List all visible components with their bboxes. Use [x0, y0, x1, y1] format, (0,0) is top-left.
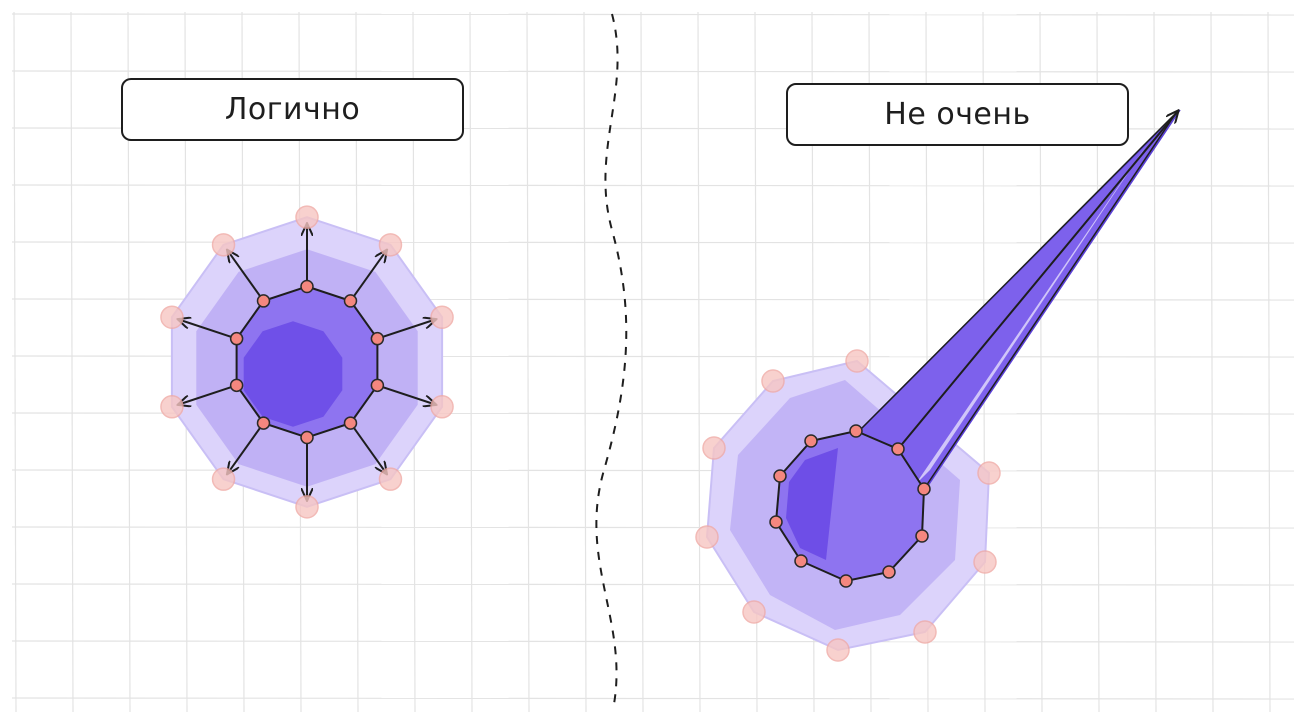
source-vertex [300, 430, 314, 445]
label-left: Логично [121, 78, 464, 141]
source-vertex [370, 331, 385, 346]
offset-vertex [826, 638, 850, 662]
grid-line [11, 184, 1295, 187]
grid-line [11, 583, 1295, 586]
source-vertex [804, 434, 818, 448]
offset-vertex [211, 467, 236, 491]
normal-arrow [897, 111, 1178, 450]
source-vertex [256, 294, 271, 308]
offset-vertex [702, 436, 726, 460]
spike-edge [923, 112, 1177, 490]
grid-line [526, 11, 530, 713]
grid-line [70, 11, 74, 713]
grid-line [11, 70, 1295, 73]
offset-vertex [160, 305, 184, 329]
source-vertex [917, 482, 931, 496]
grid-line [640, 11, 644, 713]
source-vertex [849, 424, 863, 438]
offset-vertex [295, 495, 319, 519]
source-vertex [769, 515, 783, 529]
grid-line [583, 11, 587, 713]
source-vertex [300, 279, 314, 294]
offset-vertex [845, 349, 869, 373]
source-vertex [343, 416, 358, 430]
normal-arrow [349, 422, 386, 474]
source-vertex [882, 565, 896, 579]
offset-vertex [695, 525, 719, 549]
offset-vertex [430, 395, 454, 419]
normal-arrow [377, 319, 435, 340]
source-vertex [343, 294, 358, 308]
offset-vertex [295, 205, 319, 229]
grid-line [11, 697, 1295, 700]
right-example [695, 110, 1181, 662]
grid-line [11, 13, 1295, 16]
left-example [160, 205, 454, 519]
offset-vertex [430, 305, 454, 329]
label-right-text: Не очень [884, 97, 1031, 132]
source-vertex [229, 378, 244, 393]
source-vertex [773, 469, 787, 483]
normal-arrow [377, 384, 435, 404]
grid-line [469, 11, 473, 713]
label-right: Не очень [786, 83, 1129, 146]
offset-vertex [761, 369, 785, 393]
offset-vertex [160, 395, 184, 419]
grid-line [697, 11, 701, 713]
grid-line [11, 241, 1295, 244]
normal-arrow [178, 384, 237, 404]
spike-edge [857, 112, 1177, 433]
source-vertex [256, 416, 271, 430]
source-shade [786, 448, 838, 560]
grid-line [11, 469, 1295, 472]
grid-line [1267, 11, 1271, 713]
source-vertex [370, 378, 385, 393]
offset-vertex [913, 620, 937, 644]
source-vertex [891, 442, 905, 456]
source-vertex [839, 574, 853, 588]
spike-highlight [915, 140, 1150, 485]
offset-vertex [378, 233, 403, 257]
normal-arrow [178, 319, 237, 340]
offset-vertex [211, 233, 236, 257]
divider-line [595, 13, 628, 705]
normal-arrow [228, 422, 265, 474]
source-shade [243, 321, 343, 427]
label-left-text: Логично [224, 92, 361, 127]
source-vertex [794, 554, 808, 568]
offset-vertex [977, 461, 1001, 485]
source-vertex [229, 331, 244, 346]
normal-arrow [228, 250, 265, 302]
grid-line [11, 526, 1295, 529]
source-vertex [915, 529, 929, 543]
grid-line [11, 640, 1295, 643]
grid-line [1210, 11, 1214, 713]
grid-line [1153, 11, 1157, 713]
offset-vertex [378, 467, 403, 491]
normal-arrow [349, 250, 386, 302]
offset-vertex [742, 600, 766, 624]
grid-line [13, 11, 17, 713]
offset-vertex [973, 550, 997, 574]
